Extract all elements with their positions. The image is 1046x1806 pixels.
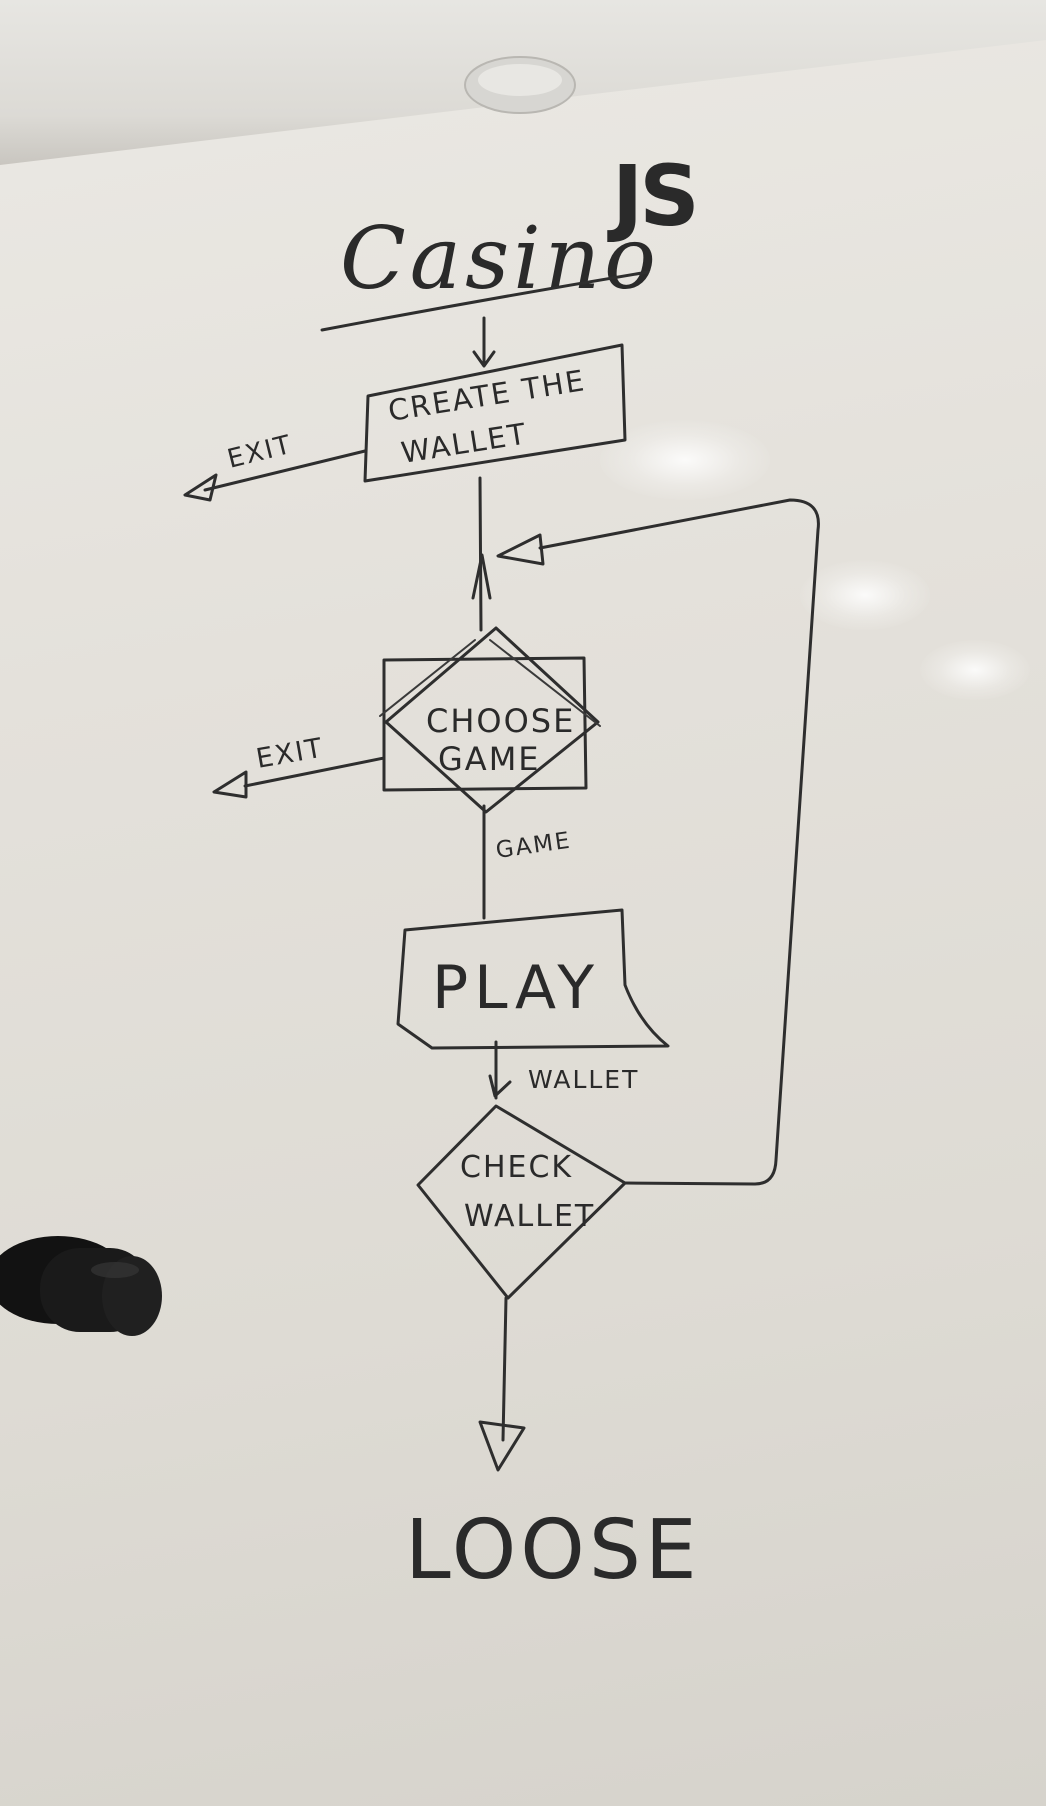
title-underline xyxy=(320,270,650,332)
diagram-title: Casino JS xyxy=(320,147,700,332)
choose-game-line2: GAME xyxy=(438,740,541,778)
edge-loop-back xyxy=(496,498,820,1186)
edge-exit-from-game: EXIT xyxy=(212,733,386,799)
edge-title-to-wallet-head xyxy=(472,350,496,368)
node-play: PLAY xyxy=(396,908,670,1050)
wallet-edge-label: WALLET xyxy=(528,1065,639,1094)
title-suffix: JS xyxy=(607,147,696,245)
light-glare xyxy=(920,640,1030,700)
node-check-wallet: CHECK WALLET xyxy=(416,1104,627,1300)
node-choose-game: CHOOSE GAME xyxy=(379,626,601,814)
game-edge-label: GAME xyxy=(494,828,573,864)
choose-game-line1: CHOOSE xyxy=(426,702,575,740)
edge-wallet-to-game-mark xyxy=(471,553,492,600)
light-glare xyxy=(600,420,770,500)
create-wallet-line2: WALLET xyxy=(399,416,530,469)
check-wallet-line2: WALLET xyxy=(464,1199,595,1234)
play-label: PLAY xyxy=(432,953,600,1023)
edge-wallet-to-game xyxy=(478,476,483,632)
node-create-wallet: CREATE THE WALLET xyxy=(363,343,627,483)
black-magnet-icon xyxy=(0,1236,162,1336)
light-glare xyxy=(800,560,930,630)
edge-check-to-loose-head xyxy=(478,1420,526,1472)
edge-check-to-loose xyxy=(501,1296,508,1442)
edge-play-to-check-head xyxy=(488,1074,512,1098)
title-text: Casino xyxy=(340,209,660,309)
edge-exit-from-wallet: EXIT xyxy=(183,430,367,502)
exit-label-1: EXIT xyxy=(224,430,295,475)
loose-label: LOOSE xyxy=(405,1503,701,1598)
exit-label-2: EXIT xyxy=(254,733,326,775)
rail-clip-icon xyxy=(464,56,576,114)
check-wallet-line1: CHECK xyxy=(460,1150,573,1185)
